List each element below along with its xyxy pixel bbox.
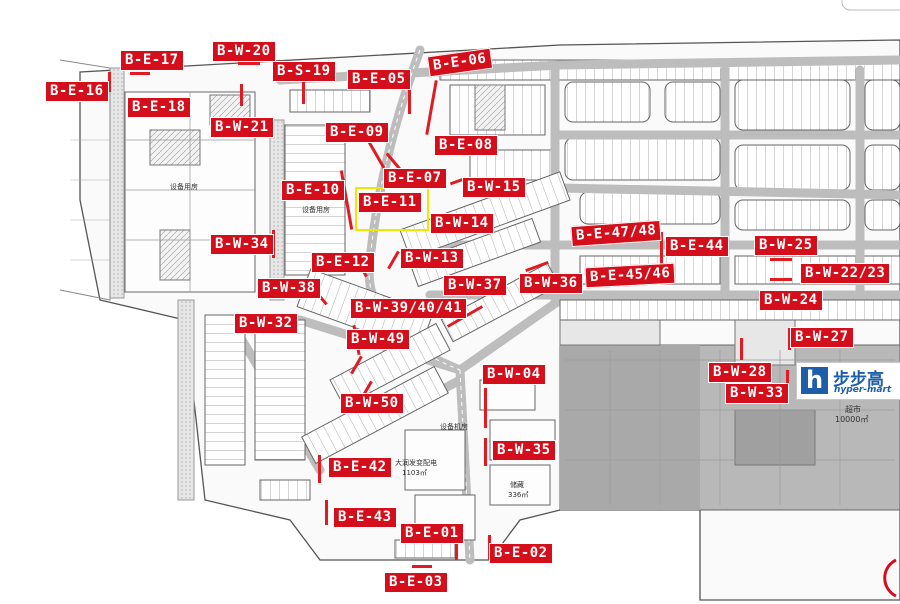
entrance-marker: [770, 258, 792, 261]
label-b-e-01[interactable]: B-E-01: [400, 523, 464, 544]
label-b-e-16[interactable]: B-E-16: [45, 81, 109, 102]
equipment-room-label: 设备用房: [302, 206, 330, 214]
entrance-marker: [108, 72, 111, 92]
entrance-marker: [412, 565, 432, 568]
label-b-w-36[interactable]: B-W-36: [519, 273, 583, 294]
label-b-e-03[interactable]: B-E-03: [384, 572, 448, 593]
label-b-e-17[interactable]: B-E-17: [120, 50, 184, 71]
label-b-w-37[interactable]: B-W-37: [443, 275, 507, 296]
label-b-w-27[interactable]: B-W-27: [790, 327, 854, 348]
label-b-w-14[interactable]: B-W-14: [430, 213, 494, 234]
hypermarket-label: 超市: [845, 405, 861, 414]
label-b-e-08[interactable]: B-E-08: [434, 135, 498, 156]
label-b-e-18[interactable]: B-E-18: [127, 97, 191, 118]
label-b-e-44[interactable]: B-E-44: [665, 236, 729, 257]
label-b-w-13[interactable]: B-W-13: [400, 248, 464, 269]
logo-name-en: hyper-mart: [834, 385, 892, 395]
label-b-w-38[interactable]: B-W-38: [257, 278, 321, 299]
label-b-e-10[interactable]: B-E-10: [281, 180, 345, 201]
logo-mark: h: [801, 367, 828, 394]
storage-area: 336㎡: [508, 491, 529, 499]
label-b-e-12[interactable]: B-E-12: [311, 252, 375, 273]
label-b-e-43[interactable]: B-E-43: [333, 507, 397, 528]
label-b-w-24[interactable]: B-W-24: [759, 290, 823, 311]
label-b-w-39-40-41[interactable]: B-W-39/40/41: [350, 298, 468, 319]
entrance-marker: [238, 62, 260, 65]
label-b-w-20[interactable]: B-W-20: [212, 41, 276, 62]
label-b-e-09[interactable]: B-E-09: [325, 122, 389, 143]
label-b-w-21[interactable]: B-W-21: [210, 117, 274, 138]
label-b-w-50[interactable]: B-W-50: [340, 393, 404, 414]
entrance-marker: [484, 438, 487, 466]
entrance-marker: [770, 278, 792, 281]
label-b-w-32[interactable]: B-W-32: [234, 313, 298, 334]
parking-grid-east: [439, 59, 900, 285]
hypermarket-area: 10000㎡: [835, 415, 869, 424]
equipment-room-label: 设备用房: [170, 183, 198, 191]
store-logo: h 步步高 hyper-mart: [796, 362, 900, 400]
label-b-e-07[interactable]: B-E-07: [383, 168, 447, 189]
label-b-e-11[interactable]: B-E-11: [358, 192, 422, 213]
label-b-w-28[interactable]: B-W-28: [708, 362, 772, 383]
label-b-e-05[interactable]: B-E-05: [347, 69, 411, 90]
label-b-s-19[interactable]: B-S-19: [272, 61, 336, 82]
hypermarket-block: [559, 299, 900, 511]
label-b-w-04[interactable]: B-W-04: [482, 364, 546, 385]
label-b-w-22-23[interactable]: B-W-22/23: [800, 263, 891, 284]
entrance-marker: [240, 84, 243, 106]
transformer-area: 1103㎡: [402, 469, 427, 477]
entrance-marker: [455, 530, 458, 560]
entrance-marker: [302, 80, 305, 104]
transformer-label: 大润发变配电: [395, 459, 437, 467]
entrance-marker: [130, 72, 150, 75]
entrance-marker: [318, 455, 321, 483]
label-b-w-15[interactable]: B-W-15: [462, 177, 526, 198]
label-b-w-34[interactable]: B-W-34: [210, 234, 274, 255]
label-b-w-25[interactable]: B-W-25: [754, 235, 818, 256]
entrance-marker: [484, 388, 487, 428]
label-b-e-02[interactable]: B-E-02: [489, 543, 553, 564]
logo-name-cn: 步步高: [833, 370, 884, 390]
entrance-marker: [740, 338, 743, 360]
mechanical-room-label: 设备机房: [440, 423, 468, 431]
entrance-marker: [408, 86, 411, 114]
storage-label: 储藏: [510, 481, 524, 489]
entrance-marker: [660, 232, 663, 272]
entrance-marker: [788, 328, 791, 350]
label-b-w-35[interactable]: B-W-35: [492, 440, 556, 461]
label-b-w-49[interactable]: B-W-49: [346, 329, 410, 350]
label-b-e-42[interactable]: B-E-42: [328, 457, 392, 478]
entrance-marker: [325, 500, 328, 525]
label-b-w-33[interactable]: B-W-33: [725, 383, 789, 404]
